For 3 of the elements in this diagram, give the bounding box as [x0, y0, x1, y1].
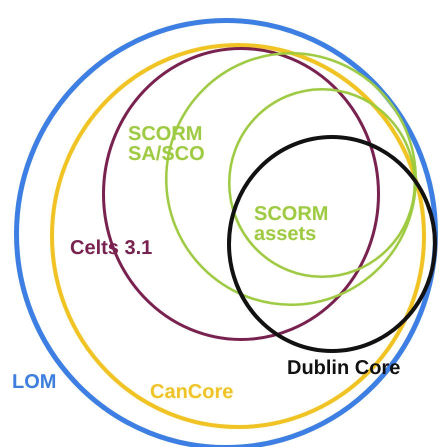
set-label: SCORM assets: [254, 204, 350, 244]
set-label: LOM: [12, 372, 56, 392]
set-label: CanCore: [150, 382, 234, 402]
